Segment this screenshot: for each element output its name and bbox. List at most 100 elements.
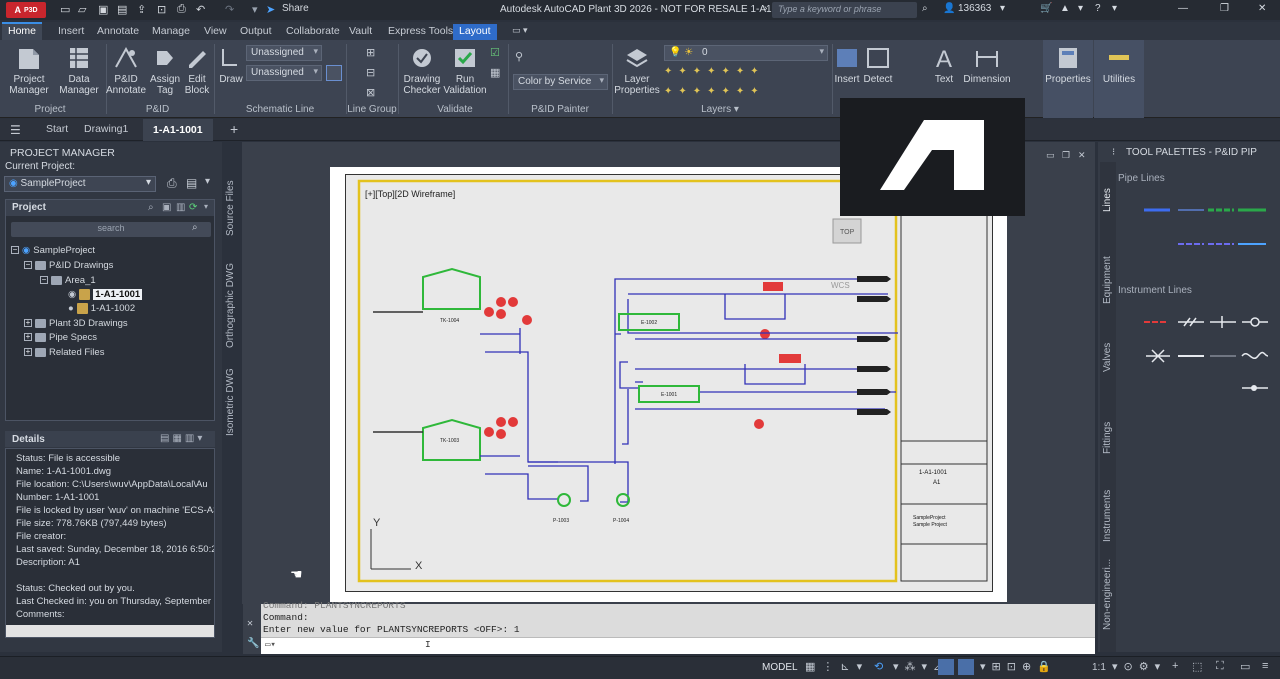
- transparency-icon[interactable]: [958, 659, 974, 675]
- pid-annotate-button[interactable]: P&ID Annotate: [104, 45, 148, 96]
- model-space-button[interactable]: MODEL: [762, 662, 798, 673]
- drawing-checker-button[interactable]: Drawing Checker: [400, 45, 444, 96]
- doc-tab-active[interactable]: 1-A1-1001: [143, 119, 213, 141]
- tab-output[interactable]: Output: [240, 25, 272, 37]
- details-toolbar-icons[interactable]: ▤▦▥▾: [160, 433, 206, 444]
- save-as-icon[interactable]: ▤: [117, 4, 128, 16]
- tab-layout[interactable]: Layout: [453, 24, 497, 40]
- print-icon[interactable]: ⎙: [177, 3, 186, 15]
- assign-tag-button[interactable]: Assign Tag: [147, 45, 183, 96]
- minimize-icon[interactable]: —: [1178, 3, 1188, 14]
- side-tab-orthographic[interactable]: Orthographic DWG: [225, 262, 236, 348]
- side-tab-source-files[interactable]: Source Files: [225, 180, 236, 236]
- share-button[interactable]: Share: [282, 3, 309, 14]
- palette-tab-fittings[interactable]: Fittings: [1102, 421, 1113, 454]
- search-icon[interactable]: ⌕: [922, 3, 928, 14]
- paint-icon[interactable]: ⚲: [515, 51, 524, 63]
- validate-settings-icon[interactable]: ☑: [490, 47, 500, 59]
- tree-item-root[interactable]: −◉SampleProject: [11, 244, 96, 256]
- application-menu-button[interactable]: A P3D: [6, 2, 46, 18]
- web-save-icon[interactable]: ⇪: [137, 4, 147, 16]
- user-icon[interactable]: 👤: [943, 3, 956, 14]
- palette-tab-non-engineering[interactable]: Non-engineeri...: [1102, 558, 1113, 630]
- annotation-scale[interactable]: 1:1: [1092, 662, 1106, 673]
- palette-tab-equipment[interactable]: Equipment: [1102, 256, 1113, 304]
- add-icon[interactable]: +: [1172, 660, 1179, 672]
- line-group-icon-1[interactable]: ⊞: [366, 47, 376, 59]
- search-icon[interactable]: ⌕: [192, 222, 198, 233]
- side-tab-isometric[interactable]: Isometric DWG: [225, 368, 236, 436]
- print-project-icon[interactable]: ⎙: [167, 176, 177, 190]
- open-file-icon[interactable]: ▱: [78, 4, 87, 16]
- save-icon[interactable]: ▣: [98, 4, 109, 16]
- tank-tk-1004[interactable]: [422, 267, 481, 310]
- ribbon-minimize-icon[interactable]: ▭ ▾: [512, 25, 528, 35]
- pid-drawing[interactable]: 1-A1-1001 A1 SampleProject Sample Projec…: [345, 174, 993, 592]
- doc-tab-start[interactable]: Start: [46, 123, 69, 135]
- tab-vault[interactable]: Vault: [349, 25, 373, 37]
- undo-icon[interactable]: ↶: [196, 4, 206, 16]
- pipe-line-tools[interactable]: [1118, 202, 1278, 252]
- tree-view-icon[interactable]: ▣: [162, 202, 172, 213]
- filter-icon[interactable]: ▥: [176, 202, 186, 213]
- dropdown-icon[interactable]: ▾: [205, 176, 211, 187]
- expand-icon[interactable]: +: [24, 332, 32, 341]
- tab-manage[interactable]: Manage: [152, 25, 190, 37]
- pump-p-1004[interactable]: [616, 493, 630, 507]
- layer-properties-button[interactable]: Layer Properties: [614, 45, 660, 96]
- validate-report-icon[interactable]: ▦: [490, 67, 501, 79]
- redo-icon[interactable]: ↷: [225, 4, 235, 16]
- customize-icon[interactable]: ≡: [1262, 660, 1269, 672]
- text-button[interactable]: A Text: [926, 45, 962, 85]
- viewport-close-icon[interactable]: ✕: [1078, 150, 1086, 160]
- project-settings-icon[interactable]: ▤: [186, 176, 198, 190]
- current-project-dropdown[interactable]: ◉ SampleProject ▾: [4, 176, 156, 192]
- close-icon[interactable]: ✕: [1258, 3, 1267, 14]
- new-file-icon[interactable]: ▭: [60, 4, 71, 16]
- workspace-icons[interactable]: ▾⊙⚙▾: [1112, 661, 1167, 673]
- expand-icon[interactable]: +: [24, 318, 32, 327]
- dimension-button[interactable]: Dimension: [962, 45, 1012, 85]
- drafting-toggle-icons[interactable]: ▦⋮⊾▾: [805, 661, 870, 673]
- wcs-label[interactable]: WCS: [831, 281, 850, 290]
- line-group-icon-2[interactable]: ⊟: [366, 67, 376, 79]
- new-tab-icon[interactable]: +: [230, 121, 239, 137]
- layout-icon[interactable]: ▭: [1240, 661, 1251, 673]
- layer-dropdown[interactable]: 💡 ☀ 0: [664, 45, 828, 61]
- isolate-icon[interactable]: ⬚: [1192, 661, 1203, 673]
- insert-button[interactable]: Insert: [832, 45, 862, 85]
- viewcube[interactable]: [832, 218, 862, 244]
- tab-annotate[interactable]: Annotate: [97, 25, 140, 37]
- linetype-dropdown-2[interactable]: Unassigned: [246, 65, 322, 81]
- autodesk-icon[interactable]: ▲: [1060, 3, 1070, 14]
- polar-tracking-icon[interactable]: ⟲: [874, 661, 884, 673]
- project-manager-button[interactable]: Project Manager: [4, 45, 54, 96]
- selection-icons[interactable]: ▾⊞⊡⊕🔒: [980, 661, 1057, 673]
- exchanger-e-1001[interactable]: [638, 385, 700, 403]
- refresh-icon[interactable]: ⟳: [189, 202, 198, 213]
- edit-block-button[interactable]: Edit Block: [181, 45, 213, 96]
- palette-tab-lines[interactable]: Lines: [1102, 188, 1113, 212]
- tab-view[interactable]: View: [204, 25, 227, 37]
- wrench-icon[interactable]: 🔧: [247, 639, 260, 650]
- dropdown-icon[interactable]: ▾: [1112, 3, 1118, 14]
- tab-home[interactable]: Home: [2, 22, 43, 40]
- command-input[interactable]: ▭▾ I: [261, 637, 1095, 654]
- exchanger-e-1002[interactable]: [618, 313, 680, 331]
- plot-save-icon[interactable]: ⊡: [157, 4, 167, 16]
- detect-button[interactable]: Detect: [862, 45, 894, 85]
- fullscreen-icon[interactable]: ⛶: [1216, 660, 1224, 672]
- run-validation-button[interactable]: Run Validation: [443, 45, 487, 96]
- collapse-icon[interactable]: −: [11, 245, 19, 254]
- tree-item-plant3d[interactable]: +Plant 3D Drawings: [24, 317, 128, 329]
- user-id[interactable]: 136363: [958, 3, 992, 14]
- tree-item-related[interactable]: +Related Files: [24, 346, 105, 358]
- osnap-icons[interactable]: ▾⁂▾⊿: [893, 661, 949, 673]
- tree-item-dwg-1001[interactable]: ◉1-A1-1001: [68, 288, 143, 300]
- palette-tab-instruments[interactable]: Instruments: [1102, 489, 1113, 542]
- dropdown-icon[interactable]: ▾: [1078, 3, 1084, 14]
- layer-tools-row-1[interactable]: ✦✦✦✦✦✦✦: [664, 66, 765, 77]
- dropdown-icon[interactable]: ▾: [204, 202, 209, 211]
- collapse-icon[interactable]: −: [24, 260, 32, 269]
- tree-item-area1[interactable]: −Area_1: [40, 274, 96, 286]
